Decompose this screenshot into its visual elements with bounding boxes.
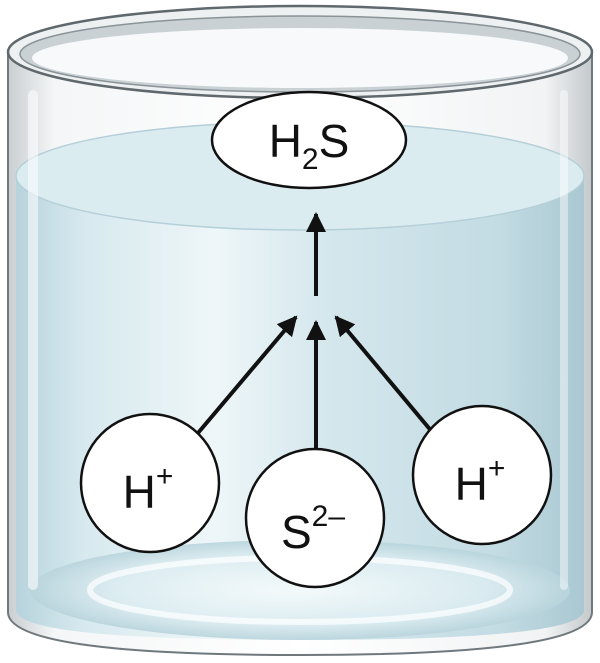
ion-hydrogen-right: H+ (411, 404, 553, 546)
ion-formula: H+ (123, 460, 174, 518)
ion-circle (244, 447, 386, 589)
ion-circle (79, 412, 221, 554)
ion-circle (411, 404, 553, 546)
ion-formula: H+ (455, 452, 506, 510)
ion-sulfide-center: S2– (244, 447, 386, 589)
product-ellipse (210, 90, 408, 190)
reaction-arrows (196, 212, 435, 448)
ion-hydrogen-left: H+ (79, 412, 221, 554)
glass-highlight-left (28, 90, 38, 590)
product-bubble: H2S (210, 90, 408, 190)
product-formula: H2S (269, 115, 350, 176)
ion-formula: S2– (281, 500, 345, 558)
arrow-right-ion (334, 315, 435, 435)
glass-highlight-right (560, 90, 568, 590)
beaker-opening (32, 28, 568, 88)
arrow-left-ion (196, 315, 298, 435)
